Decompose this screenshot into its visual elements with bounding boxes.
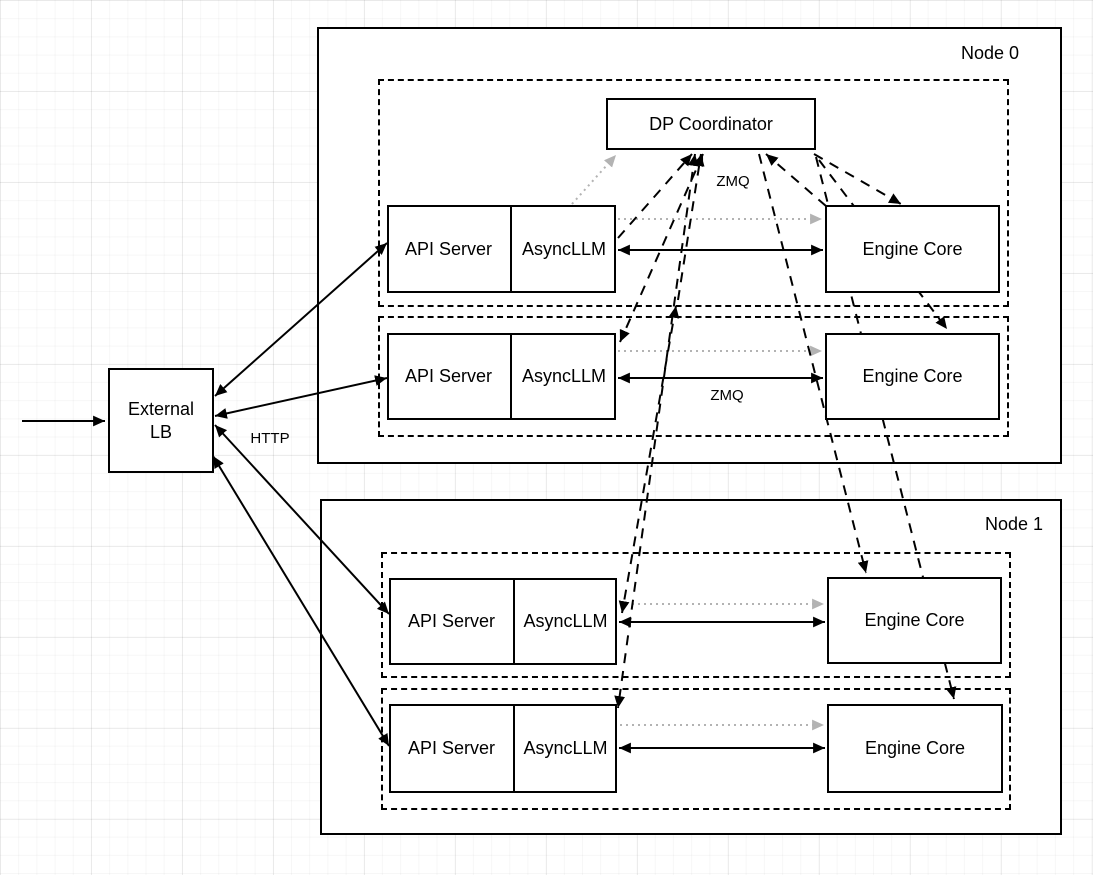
dashed-engine0-to-coordinator bbox=[765, 153, 827, 207]
dashed-node1-async0-to-coordinator-upper bbox=[677, 153, 705, 301]
async-llm-label: AsyncLLM bbox=[521, 366, 607, 386]
node1-replica1-async-llm: AsyncLLM bbox=[513, 706, 616, 791]
api-server-label: API Server bbox=[407, 738, 496, 758]
node1-replica0-api-async-box: API Server AsyncLLM bbox=[389, 578, 617, 665]
engine-core-label: Engine Core bbox=[862, 366, 963, 386]
api-server-label: API Server bbox=[404, 238, 493, 259]
node0-replica1-api-server: API Server bbox=[387, 335, 510, 418]
external-lb-label: External LB bbox=[127, 398, 195, 442]
api-server-label: API Server bbox=[404, 366, 493, 386]
node1-replica1-engine-core: Engine Core bbox=[827, 704, 1003, 793]
http-edge-label: HTTP bbox=[250, 430, 290, 447]
api-server-label: API Server bbox=[407, 611, 496, 631]
engine-core-label: Engine Core bbox=[864, 610, 965, 630]
node1-replica1-api-async-box: API Server AsyncLLM bbox=[389, 704, 617, 793]
dashed-async0-to-coordinator bbox=[617, 153, 693, 239]
dp-coordinator-label: DP Coordinator bbox=[649, 113, 773, 134]
node1-replica1-api-server: API Server bbox=[390, 706, 513, 791]
engine-core-label: Engine Core bbox=[864, 738, 966, 758]
engine-core-label: Engine Core bbox=[862, 238, 963, 259]
node0-replica0-engine-core: Engine Core bbox=[825, 205, 1000, 293]
arrow-lb-node1-api1 bbox=[212, 455, 390, 747]
arrow-lb-node0-api1 bbox=[214, 375, 388, 419]
arrow-lb-node1-api0 bbox=[214, 424, 390, 615]
dotted-async0-to-coordinator bbox=[571, 154, 617, 205]
async-llm-label: AsyncLLM bbox=[523, 611, 608, 631]
dashed-coordinator-to-node1-engine0 bbox=[758, 153, 869, 574]
node0-title: Node 0 bbox=[960, 43, 1020, 63]
dp-coordinator-box: DP Coordinator bbox=[606, 98, 816, 150]
async-llm-label: AsyncLLM bbox=[521, 238, 607, 259]
dashed-coordinator-async-node0-replica1 bbox=[619, 153, 704, 343]
node0-replica0-api-async-box: API Server AsyncLLM bbox=[387, 205, 616, 293]
node1-replica0-api-server: API Server bbox=[390, 580, 513, 663]
zmq-coordinator-edge-label: ZMQ bbox=[716, 173, 750, 190]
node1-replica0-async-llm: AsyncLLM bbox=[513, 580, 616, 663]
node0-replica0-async-llm: AsyncLLM bbox=[510, 207, 616, 291]
async-llm-label: AsyncLLM bbox=[523, 738, 608, 758]
node0-replica1-async-llm: AsyncLLM bbox=[510, 335, 616, 418]
node0-replica1-engine-core: Engine Core bbox=[825, 333, 1000, 420]
arrow-lb-node0-api0 bbox=[214, 242, 388, 397]
zmq-engine-edge-label: ZMQ bbox=[710, 387, 744, 404]
external-lb-box: External LB bbox=[108, 368, 214, 473]
node0-replica0-api-server: API Server bbox=[387, 207, 510, 291]
node0-replica1-api-async-box: API Server AsyncLLM bbox=[387, 333, 616, 420]
node1-title: Node 1 bbox=[984, 514, 1044, 534]
dashed-node1-async1-to-coordinator bbox=[614, 153, 699, 709]
node1-replica0-engine-core: Engine Core bbox=[827, 577, 1002, 664]
